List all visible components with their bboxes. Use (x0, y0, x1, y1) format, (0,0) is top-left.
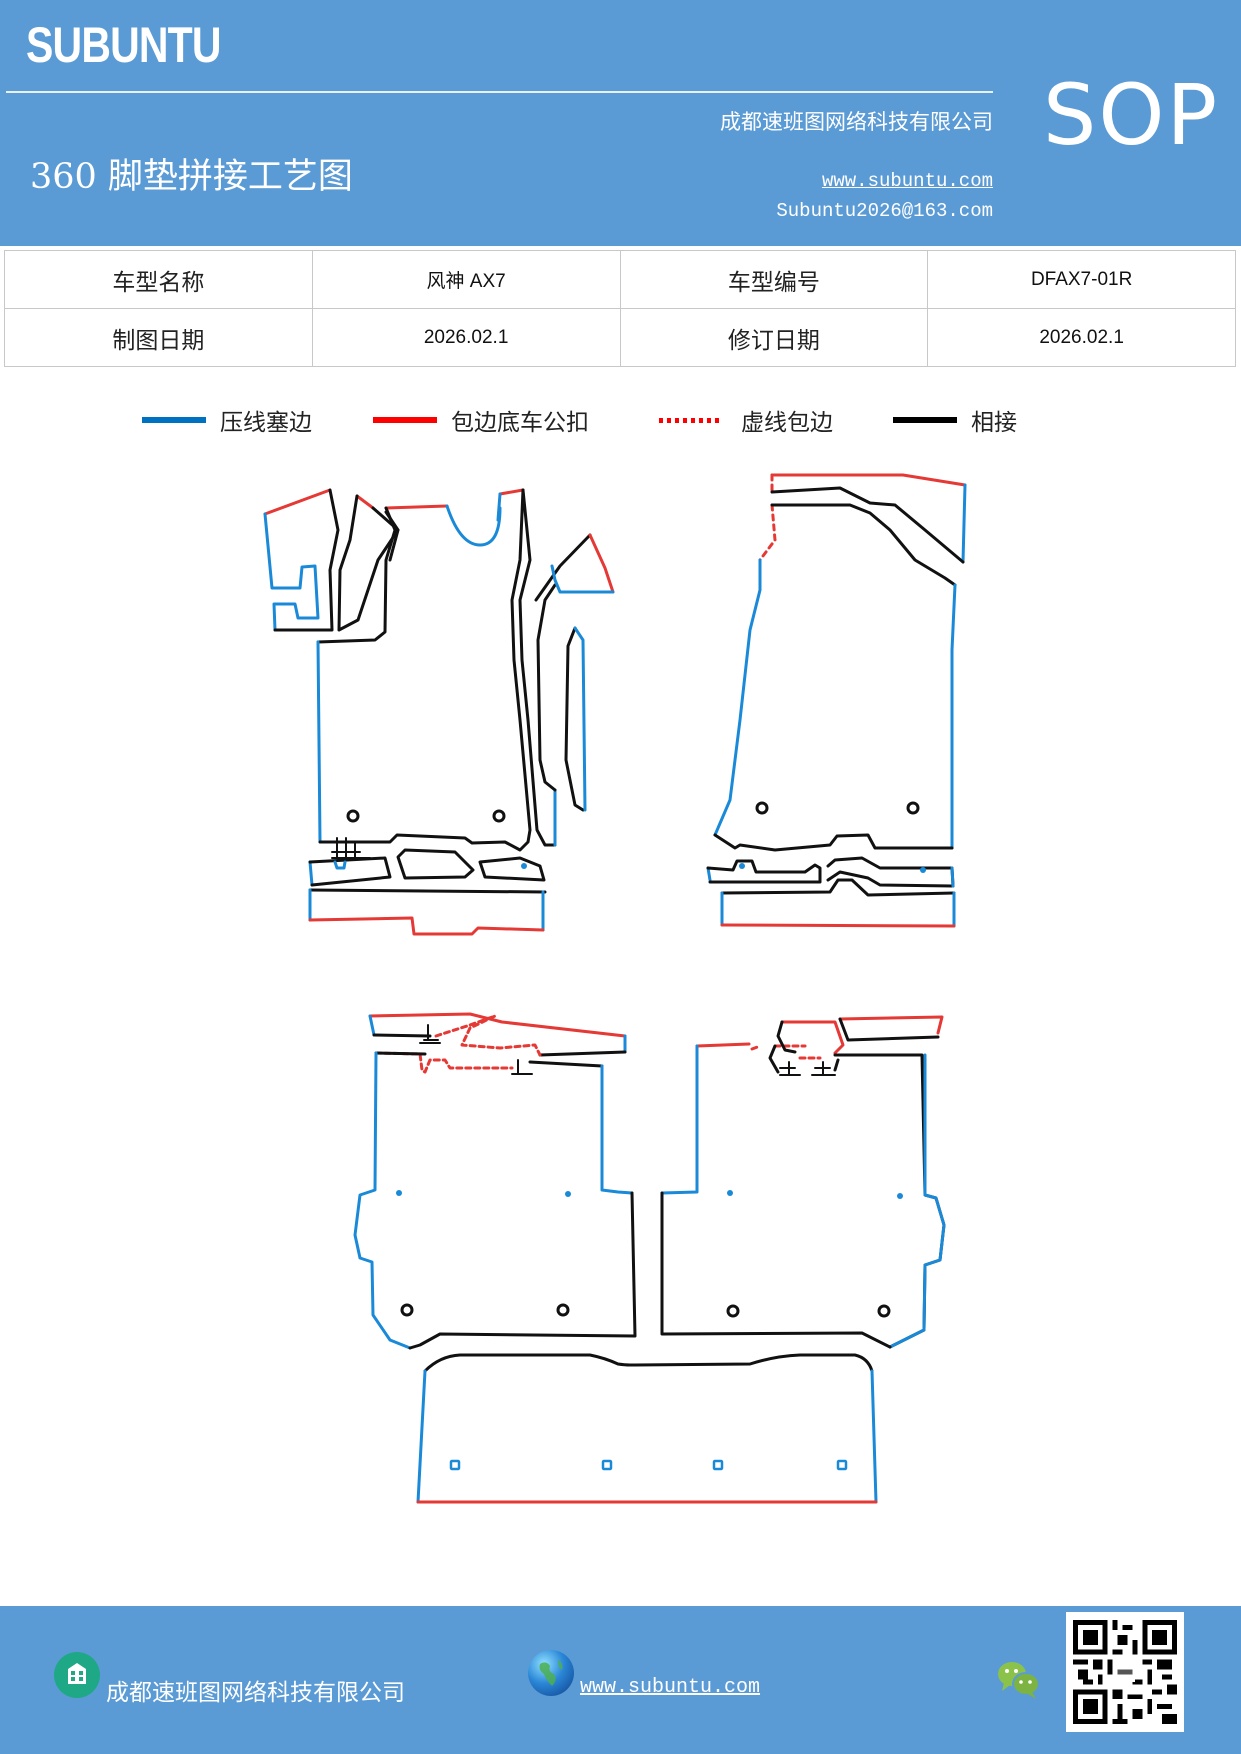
wechat-icon[interactable] (994, 1658, 1044, 1702)
black-line-swatch (893, 417, 957, 423)
legend-label: 虚线包边 (741, 410, 833, 436)
front-left-mat (263, 488, 615, 936)
model-code-label: 车型编号 (619, 250, 929, 309)
model-name-label: 车型名称 (4, 250, 313, 309)
front-right-mat (706, 473, 967, 928)
red-dotted-swatch (659, 417, 719, 423)
model-code-value: DFAX7-01R (927, 250, 1236, 309)
page-title: 360 脚垫拼接工艺图 (30, 157, 353, 197)
blue-line-swatch (142, 417, 206, 423)
rear-right-mat (660, 1015, 946, 1349)
legend-item-press-line: 压线塞边 (142, 402, 312, 438)
company-name: 成都速班图网络科技有限公司 (720, 110, 993, 134)
revision-date-value: 2026.02.1 (927, 308, 1236, 367)
qr-code[interactable] (1066, 1612, 1184, 1732)
website-link[interactable]: www.subuntu.com (821, 170, 993, 192)
legend-item-edge-buckle: 包边底车公扣 (373, 402, 589, 438)
footer-company-name: 成都速班图网络科技有限公司 (106, 1680, 405, 1706)
draw-date-label: 制图日期 (4, 308, 313, 367)
footer-website-link[interactable]: www.subuntu.com (580, 1676, 761, 1699)
revision-date-label: 修订日期 (619, 308, 929, 367)
red-line-swatch (373, 417, 437, 423)
globe-icon (528, 1650, 574, 1696)
model-name-value: 风神 AX7 (311, 250, 621, 309)
draw-date-value: 2026.02.1 (311, 308, 621, 367)
legend-label: 包边底车公扣 (451, 410, 589, 436)
legend-label: 压线塞边 (220, 410, 312, 436)
brand-logo: SUBUNTU (26, 17, 222, 73)
table-row: 制图日期 2026.02.1 修订日期 2026.02.1 (4, 308, 1236, 367)
rear-left-mat (353, 1012, 637, 1350)
sop-label: SOP (1043, 66, 1220, 164)
header-divider (6, 91, 993, 93)
legend-item-dashed-edge: 虚线包边 (659, 402, 833, 438)
header-banner: SUBUNTU 360 脚垫拼接工艺图 成都速班图网络科技有限公司 www.su… (0, 0, 1241, 246)
vehicle-info-table: 车型名称 风神 AX7 车型编号 DFAX7-01R 制图日期 2026.02.… (4, 250, 1236, 367)
legend-item-joined: 相接 (893, 402, 1017, 438)
building-icon (54, 1652, 100, 1698)
table-row: 车型名称 风神 AX7 车型编号 DFAX7-01R (4, 250, 1236, 309)
email-address[interactable]: Subuntu2026@163.com (776, 200, 993, 222)
legend-label: 相接 (971, 410, 1017, 436)
footer-banner: 成都速班图网络科技有限公司 www.subuntu.com (0, 1606, 1241, 1754)
rear-bench-mat (416, 1353, 878, 1504)
